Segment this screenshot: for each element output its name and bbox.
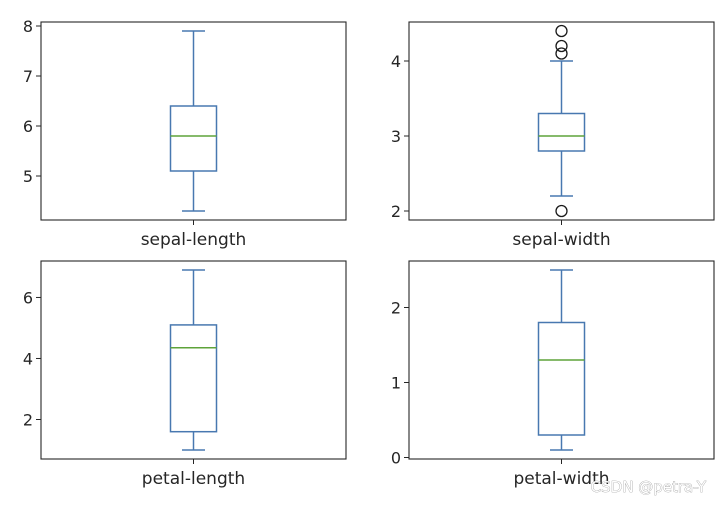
boxplot-panel-petal-length: 2 4 6 petal-length <box>23 260 347 489</box>
y-tick-label: 1 <box>391 374 401 393</box>
outlier-point <box>555 39 568 53</box>
outlier-point <box>555 47 568 60</box>
watermark-text: CSDN @petra-Y <box>591 478 707 496</box>
y-tick-label: 6 <box>23 117 33 136</box>
boxplot-panel-sepal-width: 2 3 4 sepal-width <box>391 21 715 250</box>
y-tick-label: 4 <box>23 349 33 368</box>
x-category-label: sepal-length <box>141 230 247 250</box>
y-tick-label: 6 <box>23 288 33 307</box>
y-tick-label: 7 <box>23 67 33 86</box>
x-category-label: petal-length <box>142 469 245 489</box>
y-tick-label: 8 <box>23 17 33 36</box>
y-tick-label: 0 <box>391 449 401 468</box>
iqr-box <box>537 112 586 152</box>
y-tick-label: 5 <box>23 167 33 186</box>
x-category-label: sepal-width <box>512 230 610 250</box>
y-tick-label: 2 <box>23 410 33 429</box>
boxplot-panel-sepal-length: 5 6 7 8 sepal-length <box>23 17 347 250</box>
y-tick-label: 3 <box>391 127 401 146</box>
y-tick-label: 4 <box>391 52 401 71</box>
iqr-box <box>169 105 218 172</box>
y-tick-label: 2 <box>391 202 401 221</box>
x-category-label: petal-width <box>513 469 609 489</box>
outlier-point <box>555 24 568 38</box>
outlier-point <box>555 204 568 218</box>
y-tick-label: 2 <box>391 299 401 318</box>
boxplot-panel-petal-width: 0 1 2 petal-width <box>391 260 715 489</box>
iqr-box <box>169 324 218 433</box>
iqr-box <box>537 321 586 436</box>
